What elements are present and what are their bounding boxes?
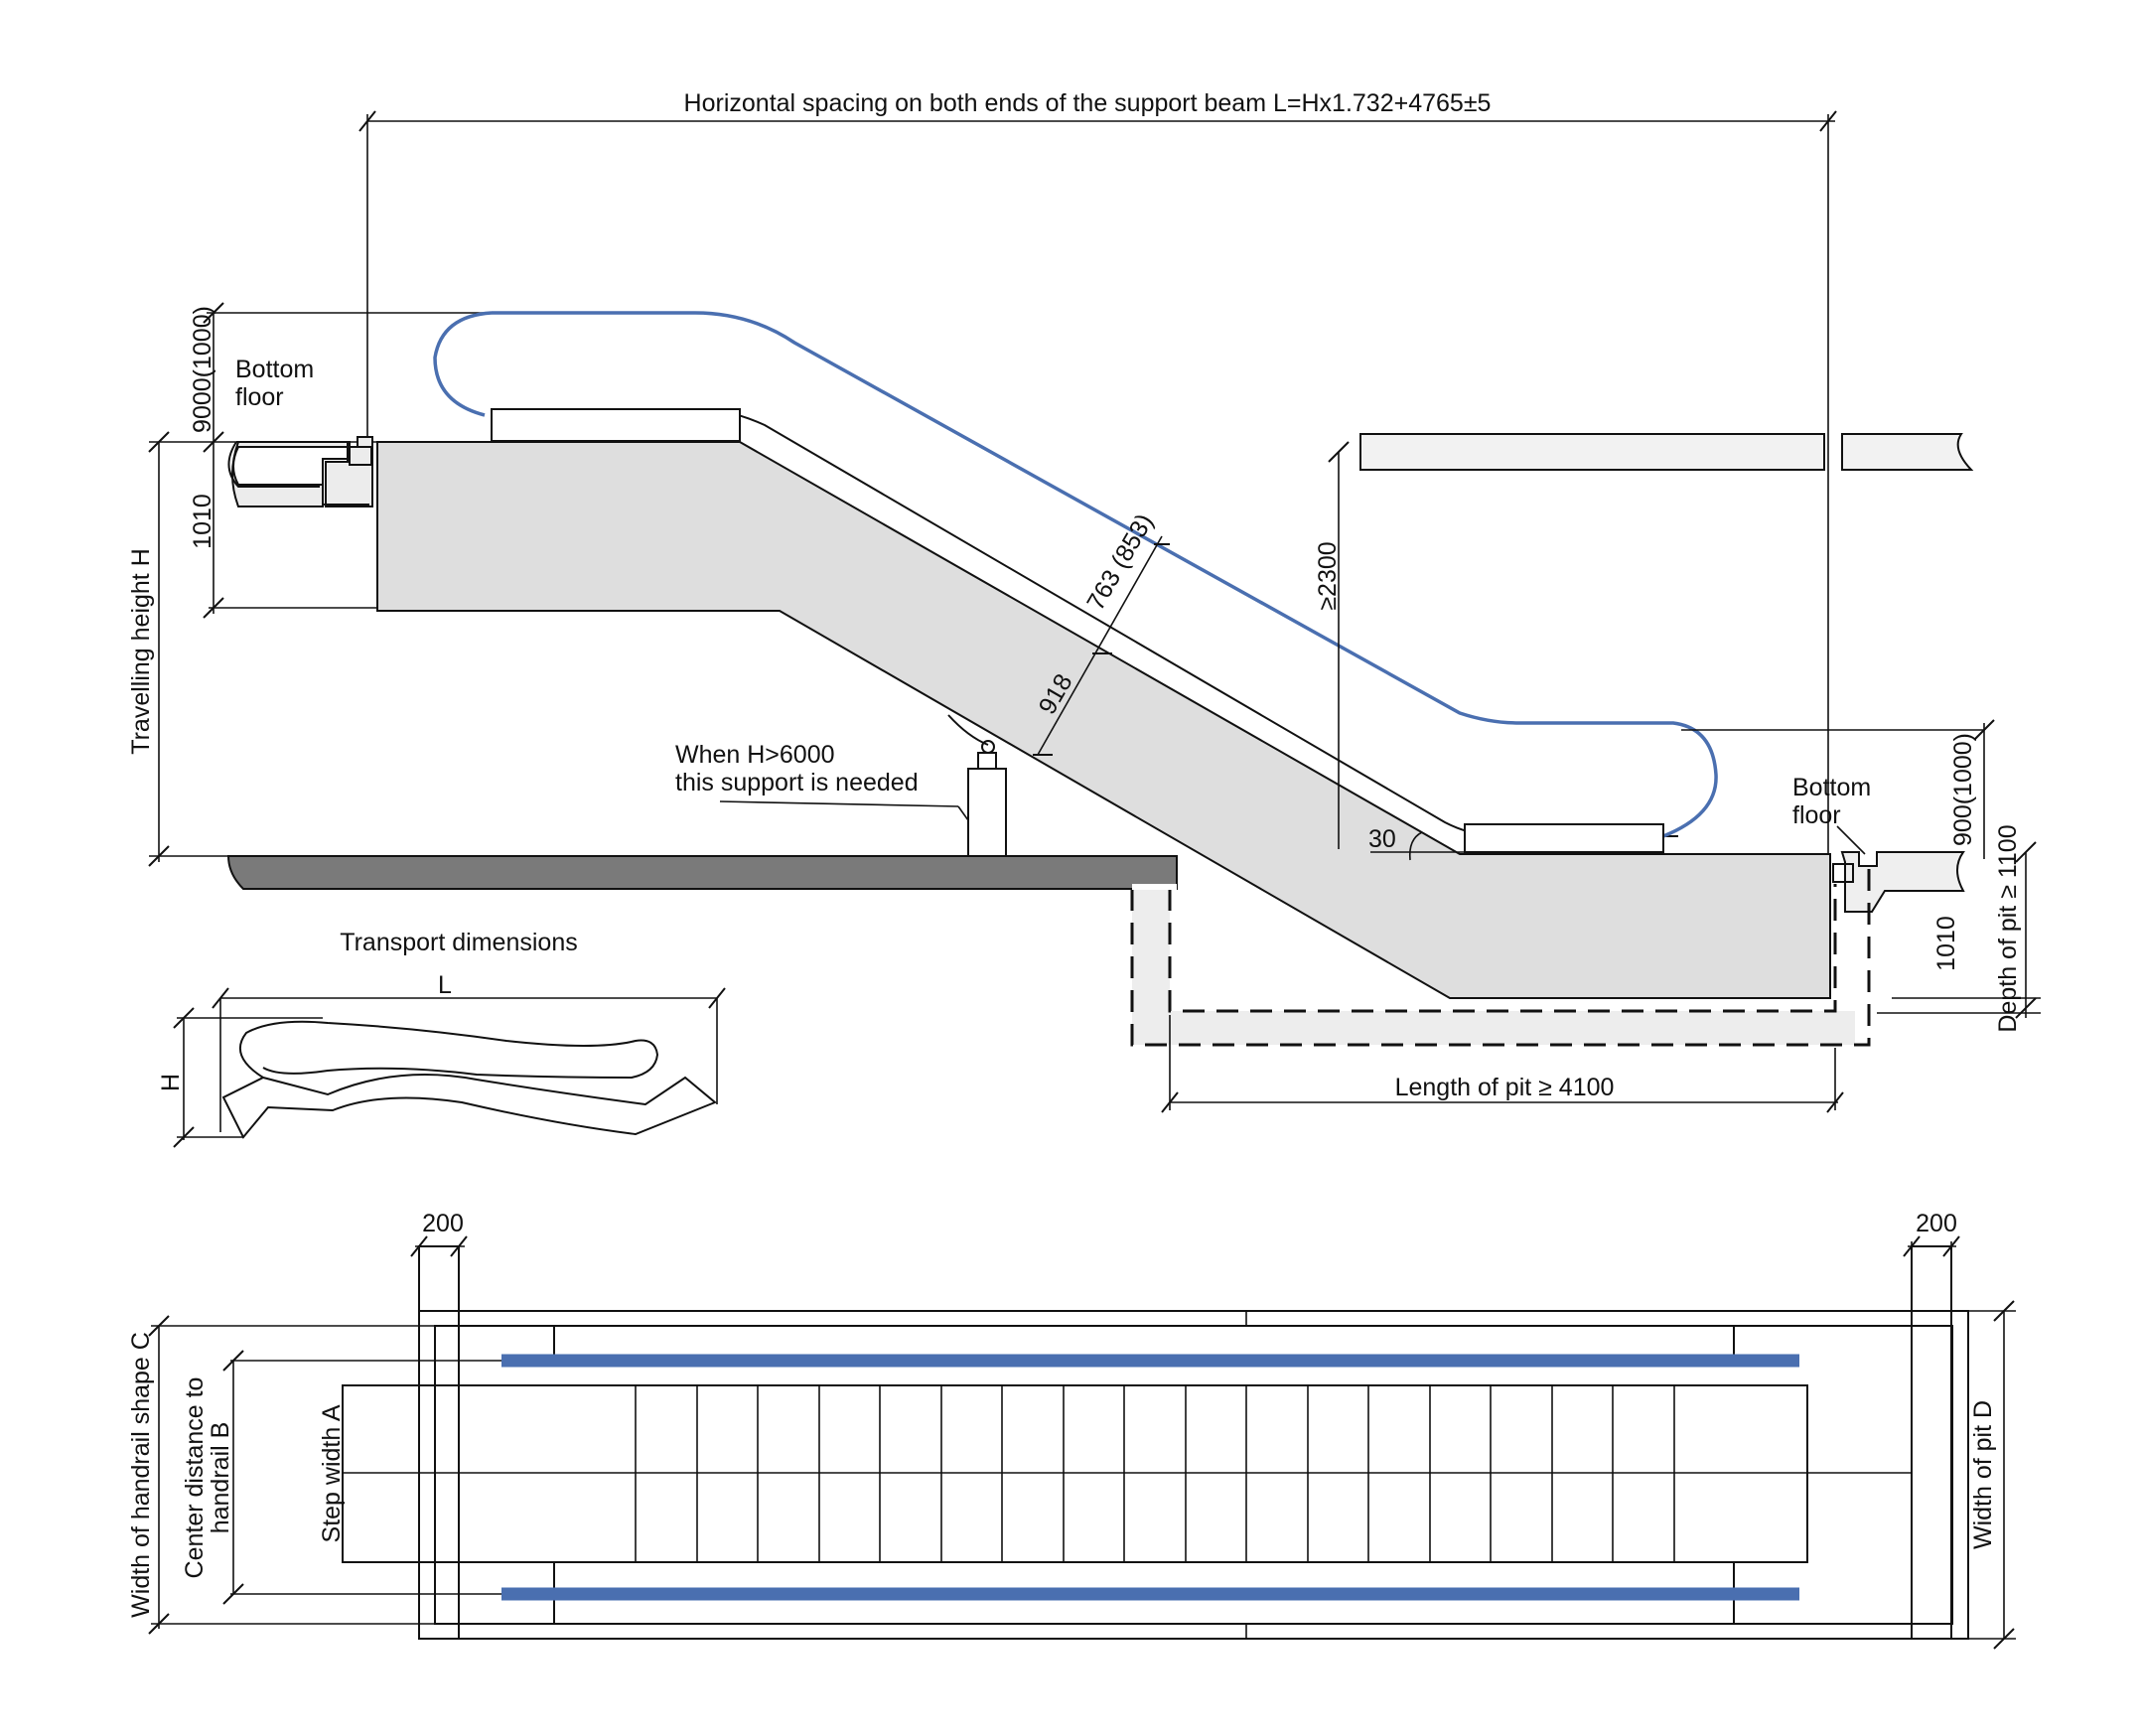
- handrail-top-loop: [433, 311, 493, 417]
- pit-depth-label: Depth of pit ≥ 1100: [1994, 824, 2022, 1032]
- width-handrail-shape-label: Width of handrail shape C: [127, 1332, 155, 1618]
- pit-depth-dimension: 1010 Depth of pit ≥ 1100: [1877, 824, 2041, 1033]
- upper-floor-label-line2: floor: [235, 383, 284, 411]
- intermediate-support: When H>6000 this support is needed: [675, 714, 1007, 859]
- plan-left-200-label: 200: [422, 1210, 464, 1237]
- beam-spacing-dimension: Horizontal spacing on both ends of the s…: [358, 89, 1837, 862]
- bottom-truss-depth-label: 1010: [1932, 916, 1960, 971]
- upper-right-beam-end: [1841, 433, 1974, 471]
- lower-floor: Bottom floor: [1792, 774, 1965, 913]
- pit-length-label: Length of pit ≥ 4100: [1395, 1074, 1615, 1101]
- transport-height-label: H: [157, 1074, 185, 1091]
- step-width-label: Step width A: [318, 1404, 346, 1542]
- ground-floor-slab: [226, 855, 1178, 890]
- handrail-profile: [492, 311, 1718, 838]
- clearance-label: ≥2300: [1314, 541, 1342, 610]
- step-lines: [635, 1385, 1675, 1562]
- pit-length-dimension: Length of pit ≥ 4100: [1161, 1015, 1844, 1113]
- upper-right-beam: [1359, 433, 1825, 471]
- pit-width-label: Width of pit D: [1969, 1400, 1997, 1549]
- travelling-height-label: Travelling height H: [127, 548, 155, 755]
- upper-floor-slab: [231, 436, 373, 507]
- upper-platform-cover: [491, 408, 741, 442]
- lower-floor-label-line1: Bottom: [1792, 774, 1871, 801]
- plan-view: 200 200: [127, 1210, 2016, 1650]
- center-distance-label-line2: handrail B: [207, 1422, 234, 1534]
- top-truss-depth-label: 1010: [189, 494, 216, 549]
- clearance-dimension: ≥2300: [1314, 441, 1350, 849]
- bottom-handrail-height-label: 900(1000): [1949, 733, 1977, 846]
- center-distance-label-line1: Center distance to: [181, 1377, 209, 1579]
- support-note-line1: When H>6000: [675, 741, 835, 769]
- pit-outline: [1130, 866, 1871, 1047]
- support-note-line2: this support is needed: [675, 769, 919, 796]
- upper-comb-plate: [349, 446, 372, 466]
- beam-spacing-label: Horizontal spacing on both ends of the s…: [684, 89, 1492, 117]
- top-handrail-height-label: 9000(1000): [189, 306, 216, 433]
- transport-length-label: L: [438, 971, 452, 999]
- escalator-truss: [376, 441, 1831, 999]
- lower-floor-label-line2: floor: [1792, 801, 1841, 829]
- lower-platform-cover: [1464, 823, 1664, 853]
- incline-angle: 30: [1368, 825, 1470, 861]
- upper-floor-edge: [236, 441, 369, 506]
- upper-floor-label-line1: Bottom: [235, 356, 314, 383]
- top-handrail-height-dimension: 9000(1000): [189, 302, 495, 614]
- transport-title: Transport dimensions: [340, 929, 577, 956]
- angle-label: 30: [1368, 825, 1396, 853]
- transport-dimensions: Transport dimensions L H: [157, 929, 726, 1148]
- travelling-height-dimension: Travelling height H: [127, 431, 377, 867]
- upper-floor-cap: [227, 441, 320, 488]
- bottom-handrail-height-dimension: 900(1000): [1681, 719, 1995, 859]
- plan-right-200-label: 200: [1916, 1210, 1957, 1237]
- top-truss-depth-dimension: 1010: [189, 431, 382, 619]
